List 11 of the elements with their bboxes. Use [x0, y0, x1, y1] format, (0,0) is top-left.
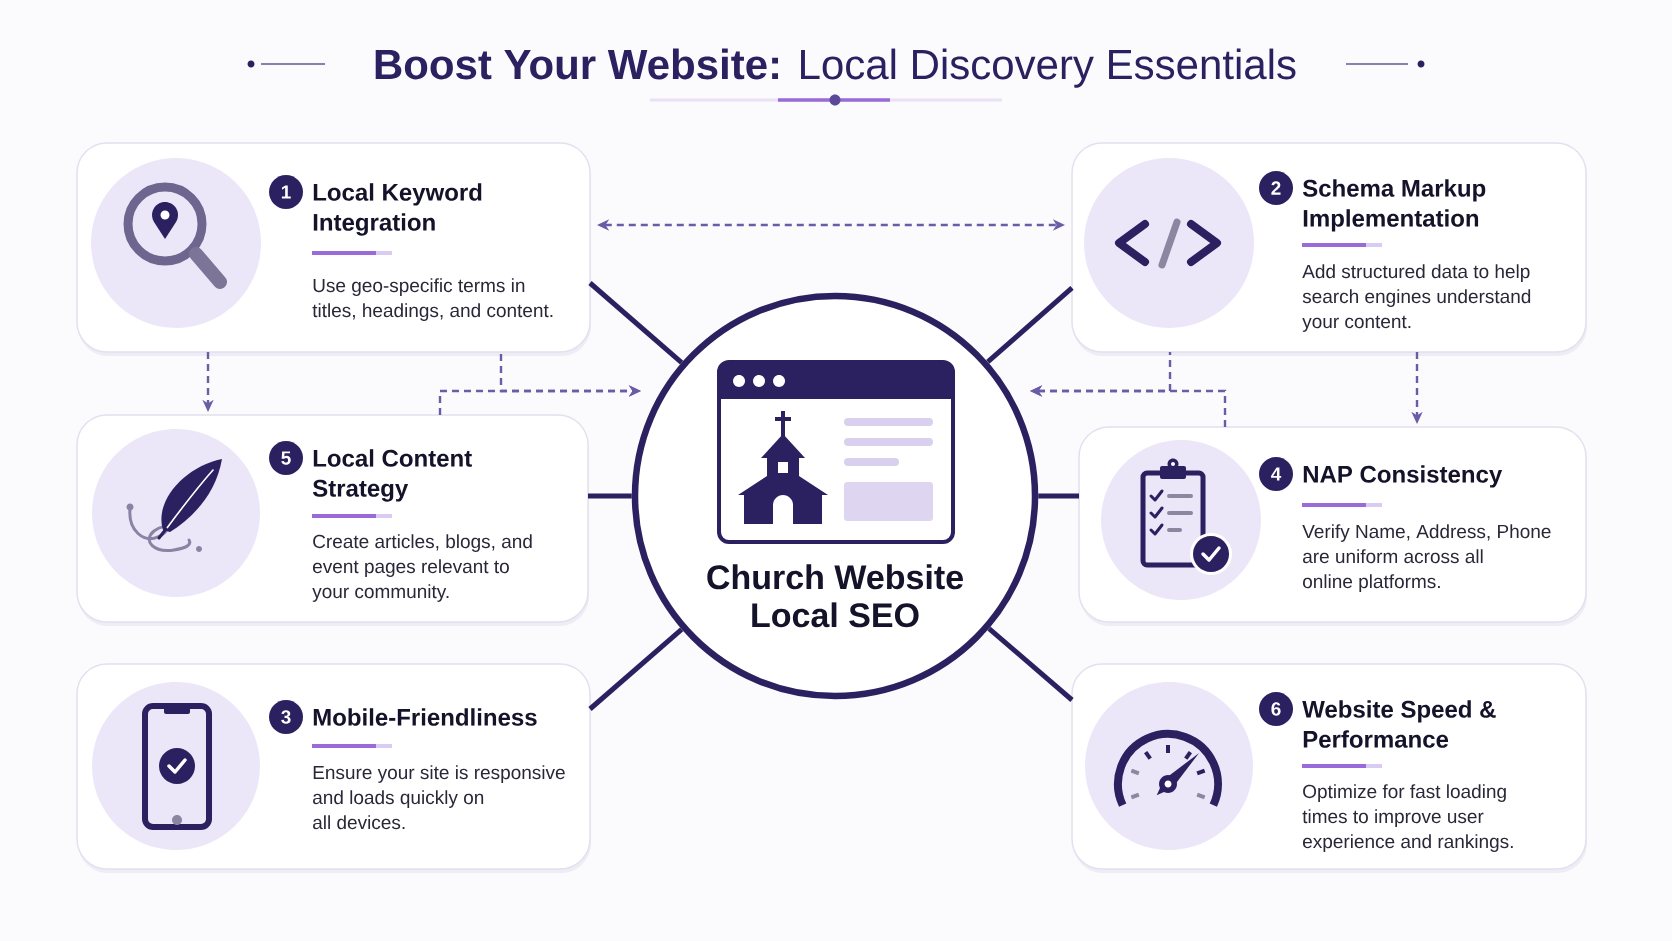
- hub-title: Church Website Local SEO: [707, 564, 963, 628]
- connector-line: [588, 281, 684, 365]
- number-badge: 5: [269, 441, 303, 475]
- connector-line: [588, 493, 632, 499]
- title: Boost Your Website: Local Discovery Essentials: [375, 48, 1296, 88]
- connector-line: [987, 626, 1074, 702]
- connector-line: [986, 286, 1074, 364]
- connector-line: [1038, 493, 1079, 499]
- connector-line: [588, 627, 684, 711]
- card-description: Create articles, blogs, and event pages relevant to your community.: [312, 534, 532, 602]
- card-heading: Local Content Strategy: [312, 449, 472, 502]
